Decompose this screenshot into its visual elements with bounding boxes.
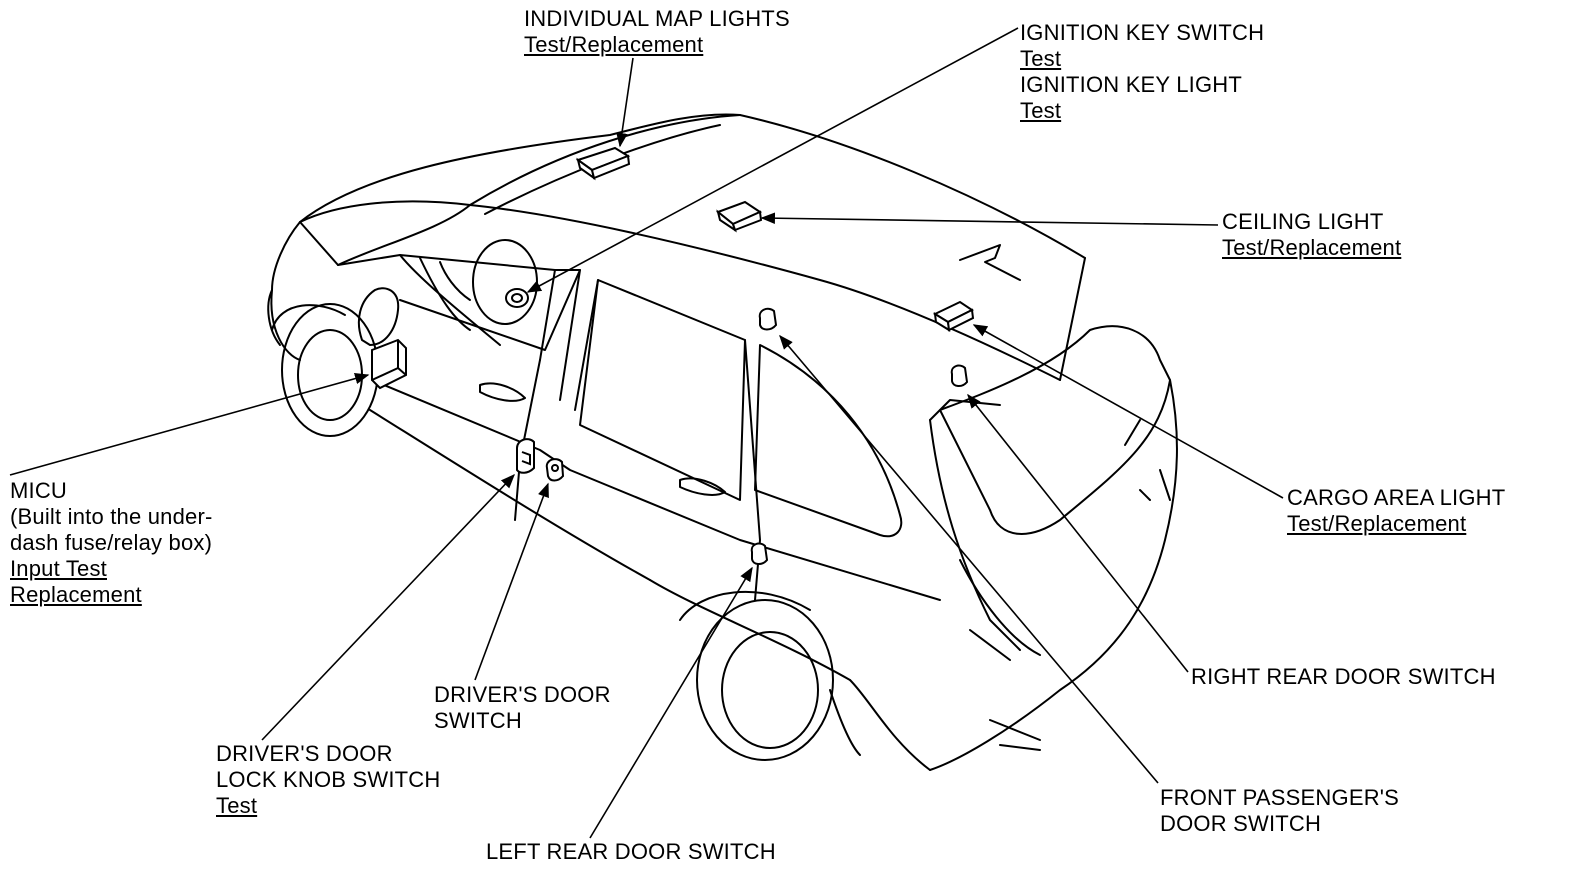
left-rear-door-switch [750,542,769,565]
micu-input-test-link[interactable]: Input Test [10,556,107,581]
leader-lock-knob [261,473,515,741]
callout-ceiling: CEILING LIGHT Test/Replacement [1222,209,1401,261]
micu-replacement-link[interactable]: Replacement [10,582,142,607]
map-lights-title: INDIVIDUAL MAP LIGHTS [524,6,790,31]
ignition-key-switch [505,288,529,308]
cargo-light-unit [932,300,975,332]
drivers-door-line1: DRIVER'S DOOR [434,682,611,707]
leader-micu [9,372,370,476]
cargo-title: CARGO AREA LIGHT [1287,485,1506,510]
callout-micu: MICU (Built into the under- dash fuse/re… [10,478,213,608]
front-passenger-line1: FRONT PASSENGER'S [1160,785,1400,810]
ignition-light-title: IGNITION KEY LIGHT [1020,72,1243,97]
leader-ignition [526,27,1019,293]
lock-knob-switch [516,438,535,474]
lock-knob-link[interactable]: Test [216,793,258,818]
callout-right-rear: RIGHT REAR DOOR SWITCH [1191,664,1496,690]
callout-lock-knob: DRIVER'S DOOR LOCK KNOB SWITCH Test [216,741,440,819]
lock-knob-line1: DRIVER'S DOOR [216,741,393,766]
micu-desc-2: dash fuse/relay box) [10,530,213,555]
callout-drivers-door: DRIVER'S DOOR SWITCH [434,682,611,734]
lock-knob-line2: LOCK KNOB SWITCH [216,767,441,792]
leader-left-rear [589,566,753,839]
ceiling-title: CEILING LIGHT [1222,209,1384,234]
map-lights-unit [575,146,631,181]
ceiling-light-unit [715,200,763,233]
front-passenger-door-switch [758,307,778,331]
micu-desc-1: (Built into the under- [10,504,213,529]
ceiling-link[interactable]: Test/Replacement [1222,235,1402,260]
callout-left-rear: LEFT REAR DOOR SWITCH [486,839,776,865]
ignition-light-link[interactable]: Test [1020,98,1062,123]
leader-cargo [972,324,1284,499]
leader-lines [9,27,1284,839]
callout-ignition: IGNITION KEY SWITCH Test IGNITION KEY LI… [1020,20,1264,124]
leader-ceiling [760,212,1219,226]
ignition-switch-link[interactable]: Test [1020,46,1062,71]
leader-right-rear [967,393,1189,673]
front-passenger-line2: DOOR SWITCH [1160,811,1322,836]
callout-cargo: CARGO AREA LIGHT Test/Replacement [1287,485,1505,537]
leader-drivers-door [474,482,549,681]
callout-front-passenger: FRONT PASSENGER'S DOOR SWITCH [1160,785,1399,837]
micu-title: MICU [10,478,68,503]
leader-front-passenger [779,334,1159,784]
left-rear-title: LEFT REAR DOOR SWITCH [486,839,776,864]
micu-box [371,338,407,390]
right-rear-door-switch [950,364,969,387]
map-lights-link[interactable]: Test/Replacement [524,32,704,57]
leader-map-lights [616,57,634,148]
components [371,146,975,565]
ignition-switch-title: IGNITION KEY SWITCH [1020,20,1265,45]
callout-map-lights: INDIVIDUAL MAP LIGHTS Test/Replacement [524,6,790,58]
drivers-door-line2: SWITCH [434,708,522,733]
cargo-link[interactable]: Test/Replacement [1287,511,1467,536]
right-rear-title: RIGHT REAR DOOR SWITCH [1191,664,1496,689]
drivers-door-switch [545,458,565,482]
